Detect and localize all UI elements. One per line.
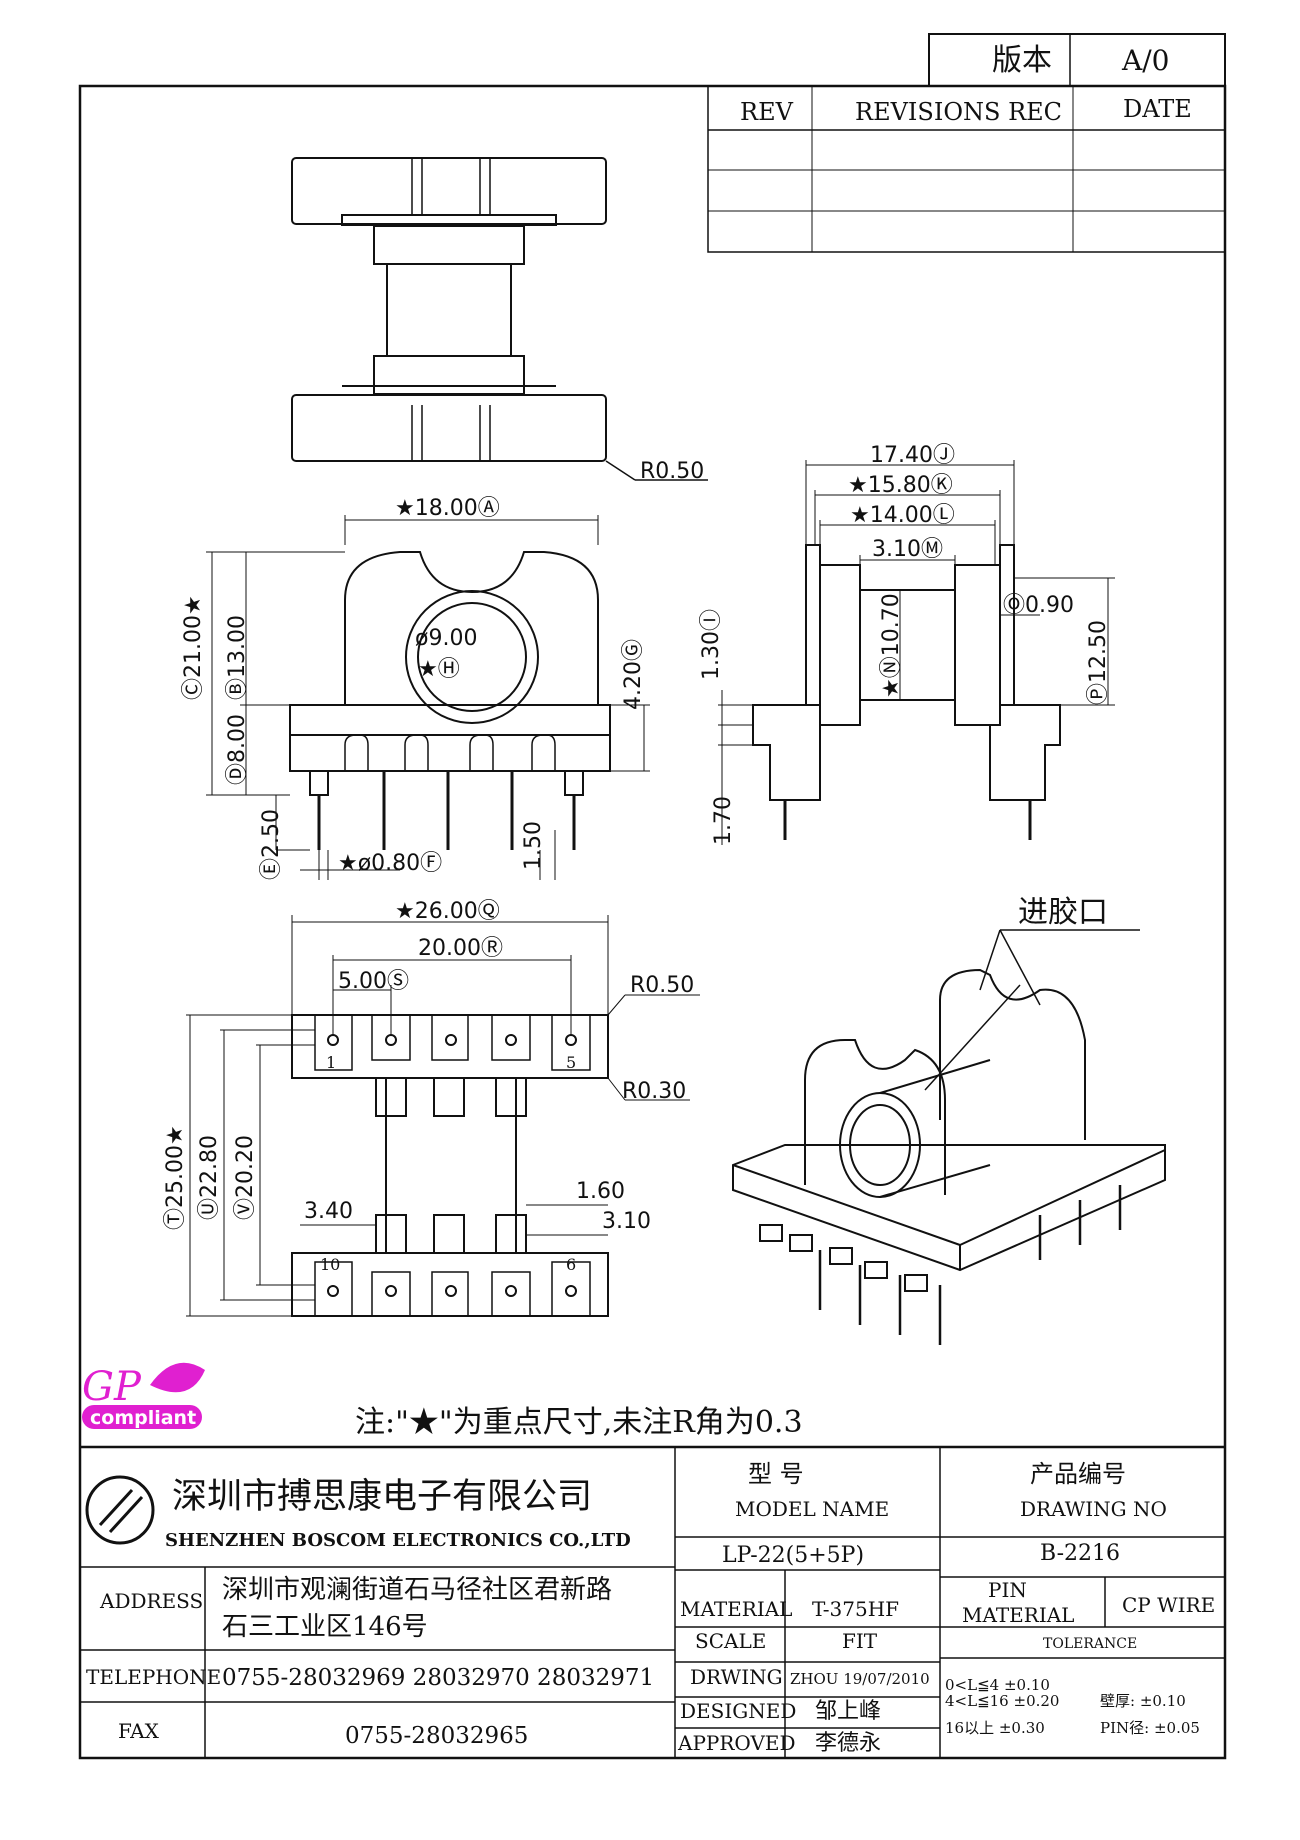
approved-value: 李德永 bbox=[815, 1731, 881, 1756]
dim-f: ★ø0.80Ⓕ bbox=[338, 851, 442, 876]
dim-160: 1.60 bbox=[576, 1179, 625, 1204]
company-logo-icon bbox=[85, 1475, 155, 1545]
note-text: 注:"★"为重点尺寸,未注R角为0.3 bbox=[355, 1405, 803, 1440]
telephone-label: TELEPHONE bbox=[86, 1665, 221, 1689]
dim-c: Ⓒ21.00★ bbox=[181, 595, 206, 700]
leaf-icon bbox=[150, 1362, 205, 1393]
front-dims bbox=[206, 515, 650, 880]
material-value: T-375HF bbox=[812, 1597, 899, 1621]
drawing-value: ZHOU 19/07/2010 bbox=[790, 1670, 930, 1688]
dim-r-bottom1: R0.50 bbox=[630, 973, 694, 998]
dim-r-bottom2: R0.30 bbox=[622, 1079, 686, 1104]
dim-q: ★26.00Ⓠ bbox=[395, 899, 500, 924]
dim-v: Ⓥ20.20 bbox=[233, 1135, 258, 1220]
dim-m: 3.10Ⓜ bbox=[872, 537, 943, 562]
drawing-no-value: B-2216 bbox=[1040, 1541, 1120, 1566]
dim-t: Ⓣ25.00★ bbox=[163, 1125, 188, 1230]
isometric-view bbox=[732, 929, 1166, 1345]
tolerance-line3: 16以上 ±0.30 bbox=[945, 1719, 1045, 1737]
version-box: 版本 A/0 bbox=[928, 33, 1226, 87]
drawing-no-label-en: DRAWING NO bbox=[1020, 1497, 1167, 1521]
drawing-no-label-cn: 产品编号 bbox=[1030, 1460, 1126, 1488]
telephone-value: 0755-28032969 28032970 28032971 bbox=[222, 1665, 654, 1691]
model-label-cn: 型 号 bbox=[748, 1460, 804, 1488]
dim-s: 5.00Ⓢ bbox=[338, 969, 409, 994]
company-name-cn: 深圳市搏思康电子有限公司 bbox=[172, 1477, 592, 1517]
dim-pitch-side: 1.50 bbox=[521, 821, 546, 870]
dim-o: Ⓞ0.90 bbox=[1003, 593, 1074, 618]
tolerance-wall: 壁厚: ±0.10 bbox=[1100, 1692, 1186, 1710]
drawing-label: DRWING bbox=[690, 1665, 783, 1689]
address-line1: 深圳市观澜街道石马径社区君新路 bbox=[222, 1575, 612, 1605]
pin-10-label: 10 bbox=[320, 1255, 340, 1274]
designed-value: 邹上峰 bbox=[815, 1699, 881, 1724]
dim-r-top: R0.50 bbox=[640, 459, 704, 484]
gp-compliant-logo: GP compliant bbox=[82, 1362, 205, 1429]
bottom-dims bbox=[186, 915, 700, 1317]
material-label: MATERIAL bbox=[680, 1597, 792, 1621]
dim-i: 1.30Ⓘ bbox=[699, 609, 724, 680]
approved-label: APPROVED bbox=[677, 1731, 796, 1755]
dim-310: 3.10 bbox=[602, 1209, 651, 1234]
pin-1-label: 1 bbox=[326, 1053, 336, 1072]
title-block-lines bbox=[80, 1445, 1225, 1758]
fax-value: 0755-28032965 bbox=[345, 1723, 528, 1749]
dim-r: 20.00Ⓡ bbox=[418, 936, 503, 961]
address-label: ADDRESS bbox=[99, 1589, 203, 1613]
date-header: DATE bbox=[1123, 95, 1192, 123]
dim-h-label: ★Ⓗ bbox=[418, 657, 460, 682]
revisions-table: REV REVISIONS REC DATE bbox=[707, 85, 1226, 253]
dim-a: ★18.00Ⓐ bbox=[395, 496, 500, 521]
side-view bbox=[752, 544, 1061, 840]
dim-l: ★14.00Ⓛ bbox=[850, 503, 955, 528]
front-view bbox=[289, 551, 611, 850]
scale-value: FIT bbox=[842, 1629, 878, 1653]
address-line2: 石三工业区146号 bbox=[222, 1612, 428, 1642]
dim-b: Ⓑ13.00 bbox=[225, 615, 250, 700]
dim-340: 3.40 bbox=[304, 1199, 353, 1224]
dim-k: ★15.80Ⓚ bbox=[848, 473, 953, 498]
top-view bbox=[291, 157, 708, 481]
fax-label: FAX bbox=[118, 1719, 160, 1743]
version-value: A/0 bbox=[1121, 44, 1169, 77]
revisions-rec-header: REVISIONS REC bbox=[855, 98, 1062, 126]
gp-logo-text: GP bbox=[82, 1364, 142, 1410]
tolerance-label: TOLERANCE bbox=[1043, 1636, 1137, 1652]
dim-g: 4.20Ⓖ bbox=[621, 639, 646, 710]
pin-5-label: 5 bbox=[566, 1053, 576, 1072]
compliant-text: compliant bbox=[90, 1407, 196, 1429]
model-value: LP-22(5+5P) bbox=[722, 1543, 864, 1568]
dim-n: ★Ⓝ10.70 bbox=[879, 593, 904, 698]
designed-label: DESIGNED bbox=[680, 1699, 796, 1723]
side-dims bbox=[718, 460, 1115, 845]
dim-j: 17.40Ⓙ bbox=[870, 443, 955, 468]
tolerance-line1: 0<L≦4 ±0.10 bbox=[945, 1676, 1050, 1694]
dim-h-dia: ø9.00 bbox=[415, 626, 477, 651]
drawing-frame bbox=[78, 84, 1227, 1760]
rev-header: REV bbox=[740, 98, 794, 126]
pin-6-label: 6 bbox=[566, 1255, 576, 1274]
pin-label: PIN bbox=[988, 1578, 1027, 1602]
version-label: 版本 bbox=[992, 43, 1052, 78]
dim-e: Ⓔ2.50 bbox=[259, 809, 284, 880]
dim-d: Ⓓ8.00 bbox=[225, 714, 250, 785]
scale-label: SCALE bbox=[695, 1629, 766, 1653]
company-name-en: SHENZHEN BOSCOM ELECTRONICS CO.,LTD bbox=[165, 1530, 631, 1551]
dim-side-170: 1.70 bbox=[711, 796, 736, 845]
dim-p: Ⓟ12.50 bbox=[1086, 620, 1111, 705]
model-label-en: MODEL NAME bbox=[735, 1497, 889, 1521]
dim-u: Ⓤ22.80 bbox=[197, 1135, 222, 1220]
tolerance-pin-dia: PIN径: ±0.05 bbox=[1100, 1719, 1200, 1737]
pin-material-value: CP WIRE bbox=[1122, 1593, 1215, 1617]
inlet-label: 进胶口 bbox=[1018, 895, 1108, 930]
tolerance-line2: 4<L≦16 ±0.20 bbox=[945, 1692, 1059, 1710]
pin-material-label: MATERIAL bbox=[962, 1603, 1074, 1627]
